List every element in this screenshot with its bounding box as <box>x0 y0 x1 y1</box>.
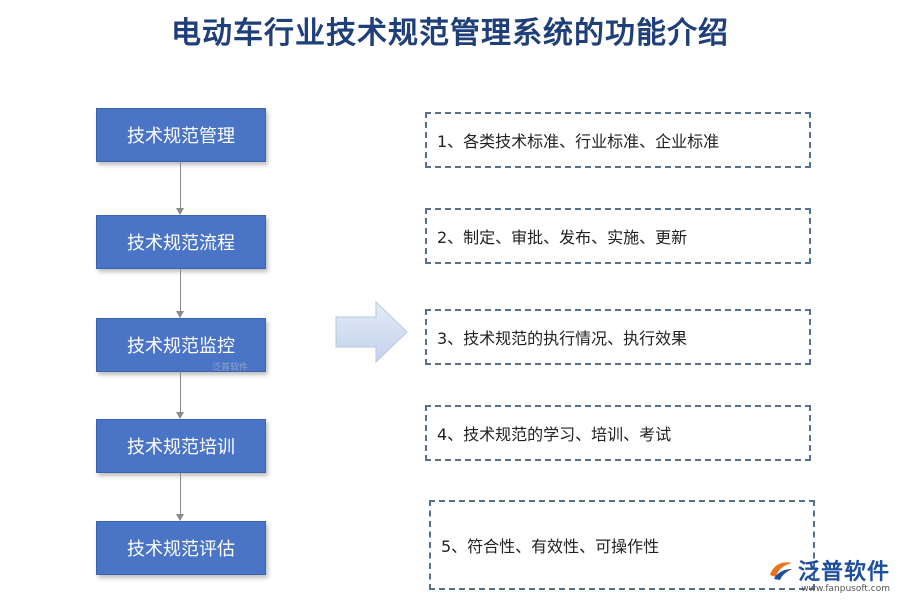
detail-text: 5、符合性、有效性、可操作性 <box>441 537 660 556</box>
flow-step-management[interactable]: 技术规范管理 <box>96 108 266 162</box>
flow-step-evaluation[interactable]: 技术规范评估 <box>96 521 266 575</box>
flow-step-label: 技术规范管理 <box>127 126 235 147</box>
detail-text: 4、技术规范的学习、培训、考试 <box>437 425 672 444</box>
logo-name: 泛普软件 <box>797 560 890 585</box>
flow-step-process[interactable]: 技术规范流程 <box>96 215 266 269</box>
logo-mark-icon <box>769 562 792 580</box>
detail-box-standards: 1、各类技术标准、行业标准、企业标准 <box>425 112 811 168</box>
detail-text: 2、制定、审批、发布、实施、更新 <box>437 228 688 247</box>
detail-box-evaluation: 5、符合性、有效性、可操作性 <box>429 500 815 590</box>
watermark-text: 泛普软件 <box>212 363 249 373</box>
flow-step-training[interactable]: 技术规范培训 <box>96 419 266 473</box>
detail-box-training: 4、技术规范的学习、培训、考试 <box>425 405 811 461</box>
flow-step-label: 技术规范评估 <box>127 539 235 560</box>
flow-step-label: 技术规范流程 <box>127 233 235 254</box>
flow-connector-arrow <box>176 473 184 521</box>
brand-logo: 泛普软件 www.fanpusoft.com <box>768 554 890 594</box>
flow-connector-arrow <box>176 162 184 215</box>
page-title: 电动车行业技术规范管理系统的功能介绍 <box>171 16 729 51</box>
detail-text: 3、技术规范的执行情况、执行效果 <box>437 329 688 348</box>
right-arrow-icon <box>335 300 408 364</box>
detail-box-execution: 3、技术规范的执行情况、执行效果 <box>425 309 811 365</box>
detail-text: 1、各类技术标准、行业标准、企业标准 <box>437 132 720 151</box>
flow-connector-arrow <box>176 372 184 419</box>
flow-step-label: 技术规范培训 <box>127 437 235 458</box>
detail-box-lifecycle: 2、制定、审批、发布、实施、更新 <box>425 208 811 264</box>
logo-url: www.fanpusoft.com <box>801 584 890 594</box>
flow-step-label: 技术规范监控 <box>127 336 235 357</box>
flow-connector-arrow <box>176 269 184 318</box>
flow-step-monitoring[interactable]: 技术规范监控 <box>96 318 266 372</box>
